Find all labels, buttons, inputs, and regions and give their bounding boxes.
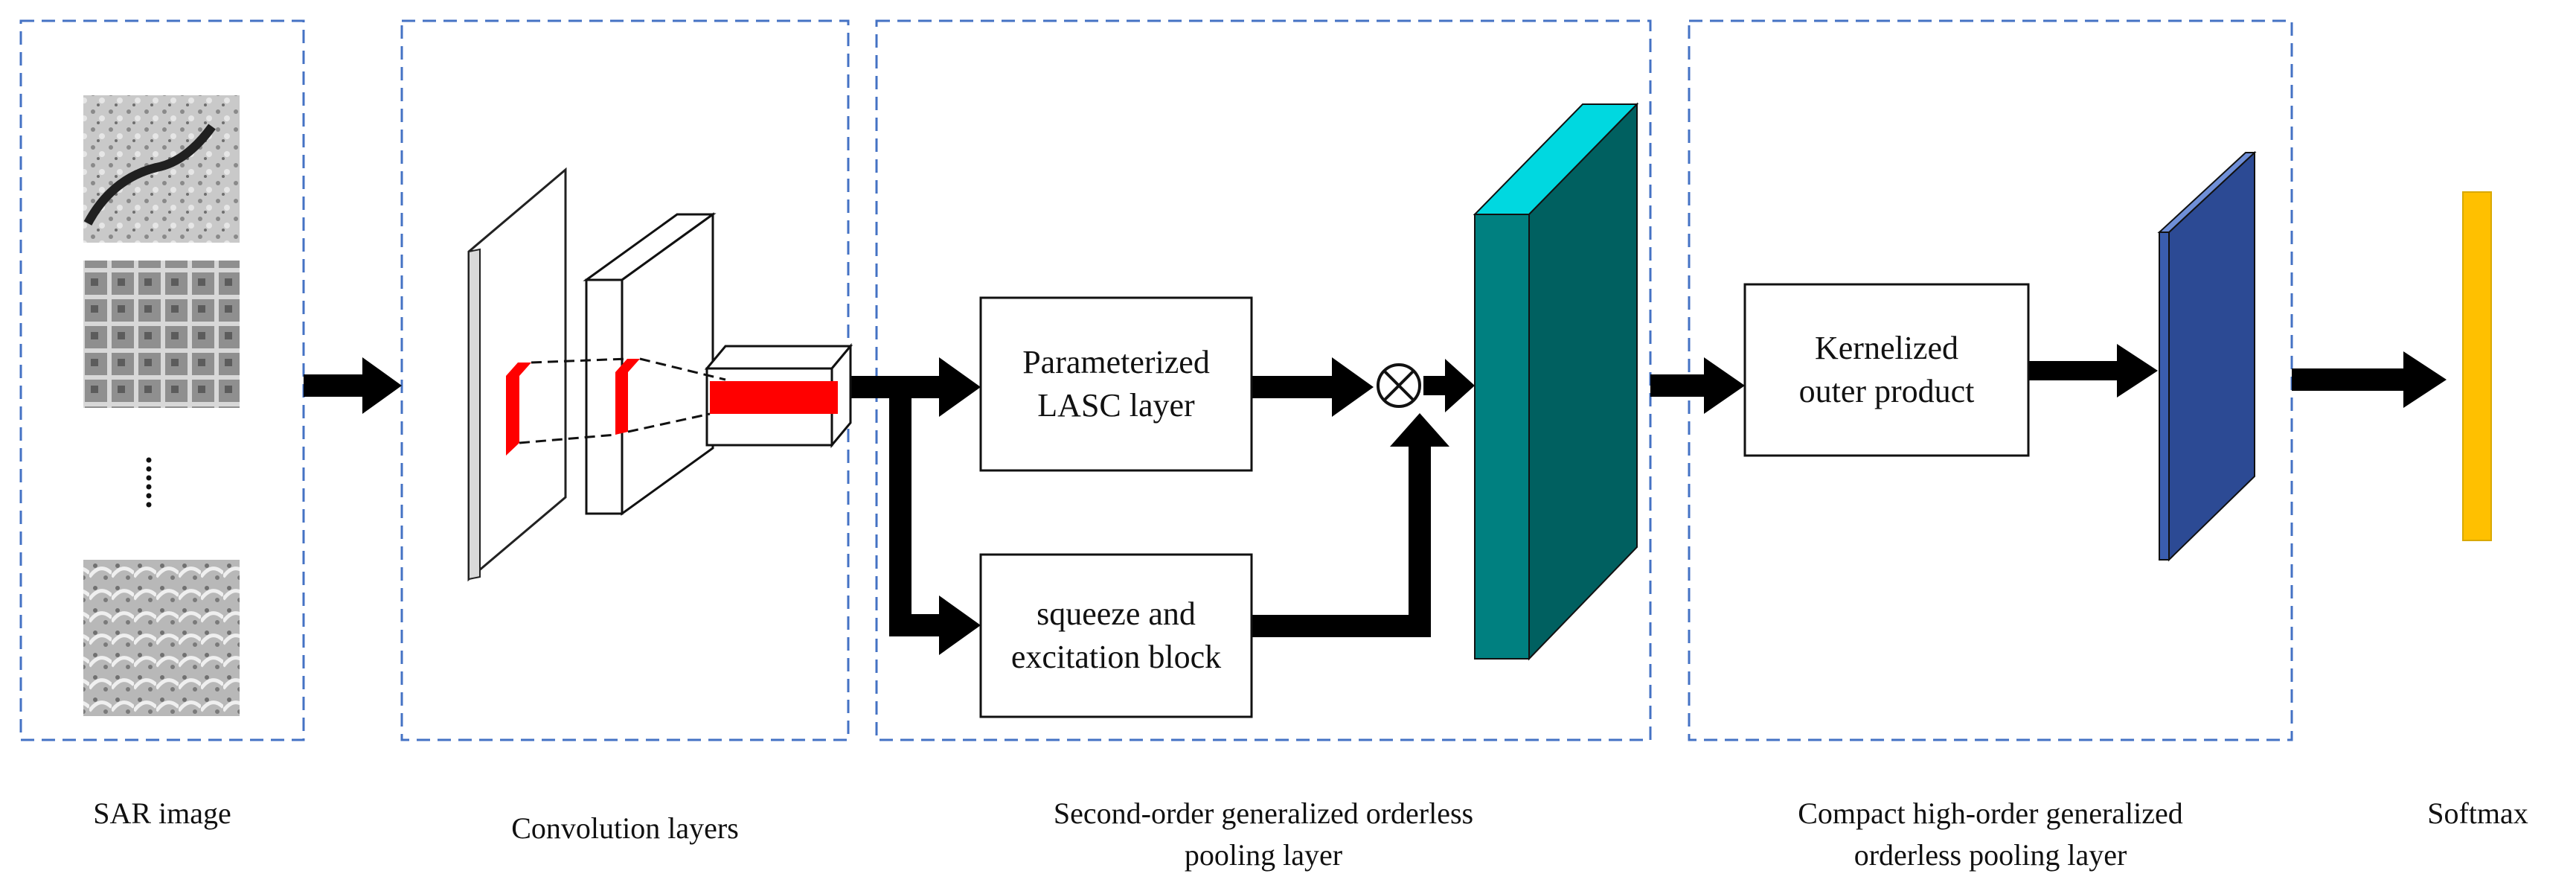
circled-times-icon	[1377, 363, 1421, 408]
caption-conv-line-1: Convolution layers	[511, 811, 739, 845]
kop-label-line-1: Kernelized	[1815, 330, 1958, 366]
sar-river-stroke	[83, 124, 216, 226]
caption-softmax: Softmax	[2388, 793, 2567, 834]
red-kernel-1	[506, 363, 531, 456]
branch-vertical	[889, 376, 911, 636]
se-box	[979, 553, 1253, 718]
lasc-box	[979, 296, 1253, 472]
conv-block-3-side	[830, 342, 852, 449]
stage-frame-conv	[400, 19, 850, 741]
second-order-tensor	[1473, 102, 1639, 661]
sar-thumbnail-3	[83, 560, 240, 716]
caption-compact: Compact high-order generalized orderless…	[1689, 793, 2292, 876]
arrow-compact-to-softmax	[2292, 351, 2447, 408]
caption-sar-line-1: SAR image	[93, 796, 231, 830]
flow-arrows	[304, 344, 2447, 655]
caption-second-order: Second-order generalized orderless pooli…	[877, 793, 1650, 876]
red-kernel-2	[615, 359, 640, 435]
kop-label: Kernelized outer product	[1745, 284, 2028, 456]
caption-convolution: Convolution layers	[402, 808, 848, 849]
arrow-conv-split	[848, 357, 981, 417]
conv-plane-1-edge	[468, 248, 481, 581]
vertical-dots-icon	[146, 457, 152, 508]
sar-thumbnail-2	[83, 261, 240, 408]
compact-front	[2159, 232, 2170, 561]
softmax-bar	[2462, 191, 2492, 541]
arrow-multiply-to-feature	[1423, 359, 1475, 412]
arrow-lasc-to-mult	[1252, 357, 1374, 417]
red-feature-strip	[710, 381, 838, 414]
arrow-kop-to-compact	[2028, 344, 2158, 397]
compact-feature	[2157, 150, 2257, 562]
tensor-front	[1474, 214, 1530, 660]
se-label-line-2: excitation block	[1010, 639, 1222, 675]
caption-compact-line-2: orderless pooling layer	[1853, 838, 2127, 872]
conv-layers-illustration	[467, 167, 853, 582]
arrow-second-to-compact	[1650, 357, 1745, 414]
se-label-line-1: squeeze and	[1037, 596, 1196, 632]
kop-label-line-2: outer product	[1798, 373, 1975, 409]
conv-block-2-side	[621, 212, 714, 516]
kop-box	[1743, 283, 2030, 457]
se-label: squeeze and excitation block	[981, 555, 1252, 717]
arrow-to-se	[889, 596, 981, 655]
lasc-label: Parameterized LASC layer	[981, 298, 1252, 470]
arrow-sar-to-conv	[304, 357, 402, 414]
lasc-label-line-1: Parameterized	[1022, 344, 1210, 380]
lasc-label-line-2: LASC layer	[1037, 387, 1195, 424]
se-path-horizontal	[1252, 413, 1449, 637]
receptive-field-lines	[519, 357, 726, 444]
conv-block-3-top	[704, 345, 853, 370]
caption-sar-image: SAR image	[21, 793, 304, 834]
compact-top	[2157, 152, 2257, 233]
caption-second-line-2: pooling layer	[1184, 838, 1343, 872]
sar-thumbnails	[83, 95, 240, 716]
caption-second-line-1: Second-order generalized orderless	[1053, 796, 1474, 830]
caption-compact-line-1: Compact high-order generalized	[1798, 796, 2183, 830]
caption-softmax-line-1: Softmax	[2427, 796, 2528, 830]
